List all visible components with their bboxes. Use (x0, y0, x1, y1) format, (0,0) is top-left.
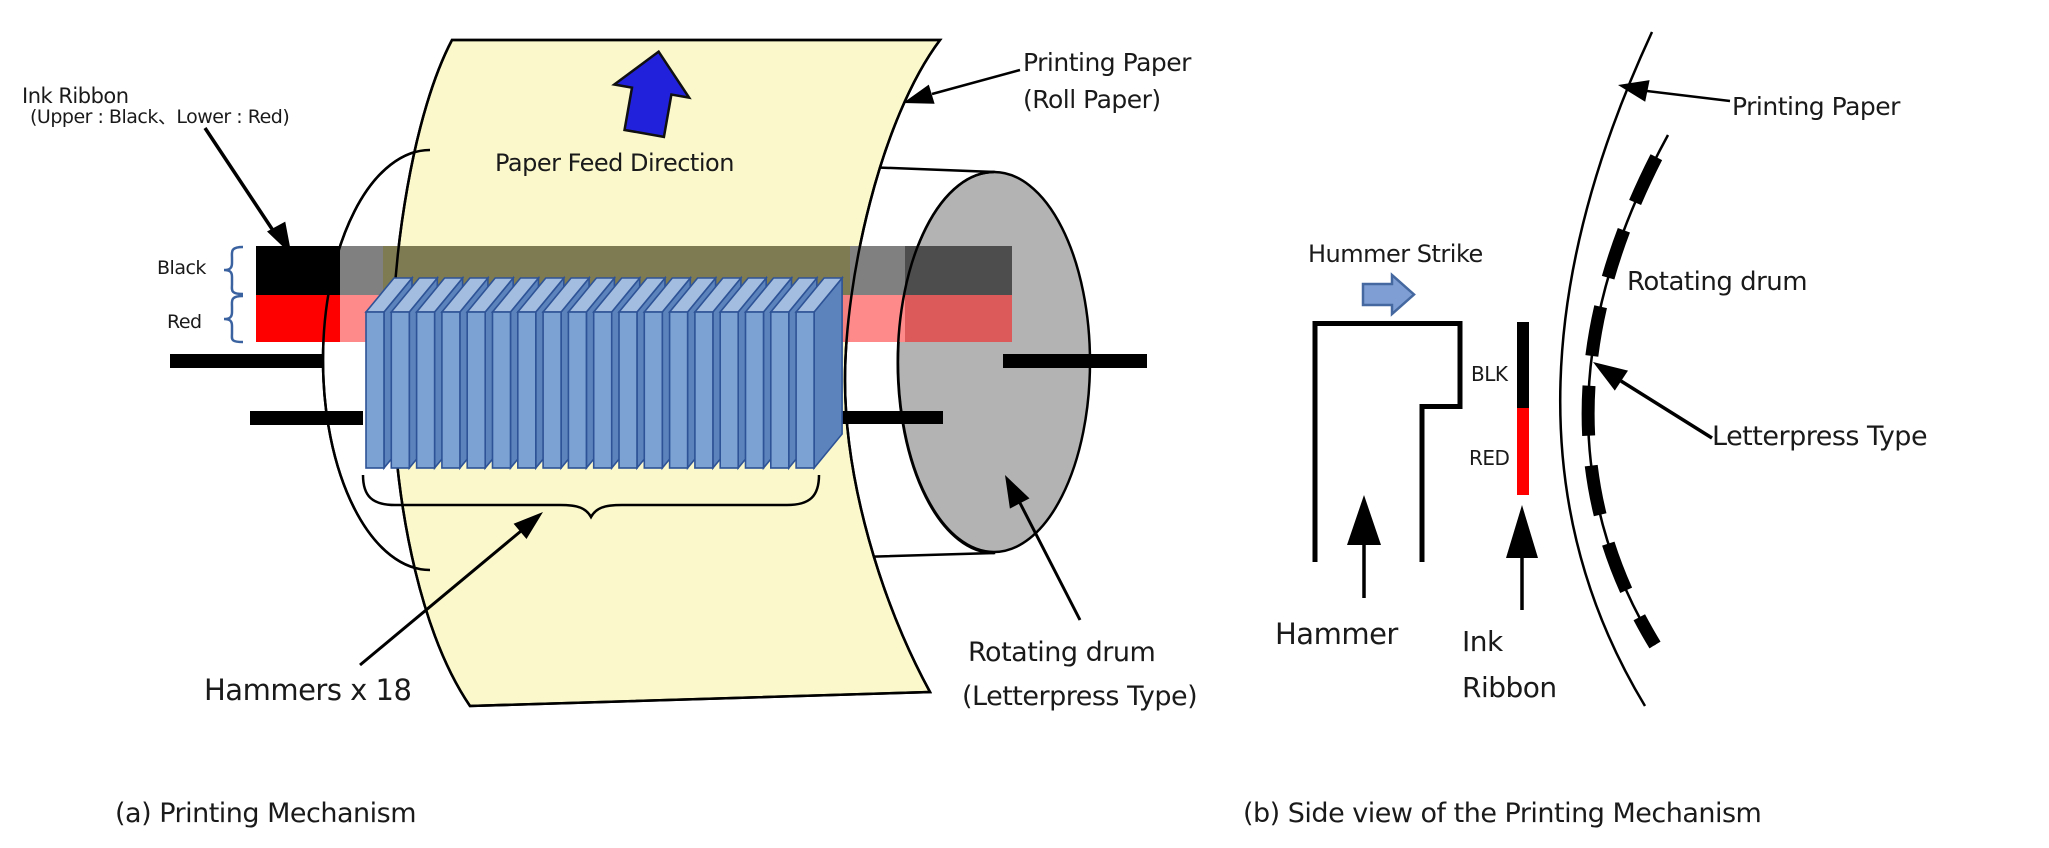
side-drum-arc (1586, 134, 1670, 646)
letterpress-label: (Letterpress Type) (962, 681, 1197, 712)
diagram-a-printing-mechanism: Ink Ribbon (Upper : Black、Lower : Red) B… (22, 38, 1198, 829)
shaft-right-lower (820, 411, 943, 424)
ribbon-black-dim (340, 246, 383, 295)
red-brace (223, 294, 244, 344)
hammer-fin (668, 311, 689, 469)
red-label: Red (167, 311, 202, 333)
black-brace (223, 245, 244, 296)
hammer-fin (491, 311, 512, 469)
hammers-pointer-head (513, 512, 543, 539)
hammers-brace (361, 474, 821, 520)
letterpress-type-label: Letterpress Type (1712, 421, 1927, 452)
ribbon-black-on-drum (905, 246, 1012, 295)
hammers-label: Hammers x 18 (204, 673, 411, 707)
ink-ribbon-label: Ink Ribbon (22, 84, 129, 108)
side-ink-label: Ink (1462, 625, 1504, 658)
caption-a: (a) Printing Mechanism (115, 798, 416, 829)
hammer-fin (466, 311, 487, 469)
shaft-left-lower (250, 411, 363, 425)
rotating-drum-label: Rotating drum (968, 637, 1155, 668)
hammer-fin (744, 311, 765, 469)
side-printing-paper-arc (1559, 31, 1654, 707)
hammer-fin (769, 311, 790, 469)
hammer-fin (618, 311, 638, 469)
hummer-strike-label: Hummer Strike (1308, 240, 1483, 268)
paper-feed-arrow (611, 49, 692, 139)
letterpress-pointer-line (1620, 379, 1713, 440)
hammer-fin (390, 311, 411, 469)
ink-ribbon-pointer-head (267, 221, 292, 255)
hammer-fin (365, 311, 385, 469)
red-bar-label: RED (1469, 446, 1510, 470)
hammer-fin (719, 311, 740, 469)
hammer-fin (441, 311, 461, 469)
hammer-fins (364, 275, 844, 471)
drum-pointer-line (1018, 502, 1082, 621)
side-ribbon-label: Ribbon (1462, 671, 1557, 704)
ribbon-red-dim-2 (850, 295, 905, 342)
cylinder-left-edge-overlay (321, 148, 431, 572)
diagram-b-side-view: Hummer Strike Printing Paper Rotating dr… (1243, 31, 1928, 829)
ribbon-red-on-drum (905, 295, 1012, 342)
ink-arrow-head (1506, 505, 1538, 558)
hammer-fin (516, 311, 537, 469)
side-printing-paper-label: Printing Paper (1732, 92, 1901, 121)
side-paper-pointer-head (1618, 80, 1650, 102)
drum-left-edge-overlay (896, 170, 995, 555)
hammer-fin (592, 311, 613, 469)
printing-paper-pointer-line (931, 68, 1021, 96)
blk-label: BLK (1471, 362, 1509, 386)
drum-pointer-head (1005, 475, 1030, 509)
hammer-fin (643, 311, 664, 469)
hammer-fin (542, 311, 562, 469)
printing-paper-pointer-head (903, 84, 935, 104)
ink-ribbon-sublabel: (Upper : Black、Lower : Red) (30, 106, 289, 128)
black-label: Black (157, 257, 206, 279)
side-hammer-label: Hammer (1275, 617, 1398, 651)
printing-paper-label: Printing Paper (1023, 48, 1192, 77)
roll-paper-label: (Roll Paper) (1023, 85, 1161, 114)
shaft-left-upper (170, 354, 323, 368)
hammer-fin (415, 311, 436, 469)
hammer-arrow-head (1347, 495, 1381, 545)
hammers-pointer-line (359, 529, 522, 667)
side-ribbon-red (1517, 408, 1529, 495)
hammer-fin (694, 311, 714, 469)
letterpress-type-dashes (1581, 131, 1674, 649)
side-ribbon-black (1517, 322, 1529, 408)
caption-b: (b) Side view of the Printing Mechanism (1243, 798, 1761, 829)
roll-paper-edge-overlay (390, 38, 943, 708)
side-hammer-outline (1312, 321, 1463, 562)
hammer-fin (567, 311, 588, 469)
letterpress-pointer-head (1593, 362, 1628, 391)
ink-ribbon-pointer-line (203, 127, 280, 239)
side-rotating-drum-label: Rotating drum (1627, 267, 1807, 297)
paper-feed-label: Paper Feed Direction (495, 149, 734, 177)
side-paper-pointer-line (1646, 89, 1731, 103)
hummer-strike-arrow (1361, 272, 1416, 317)
shaft-right-upper (1003, 354, 1147, 368)
ribbon-black-solid (256, 246, 340, 295)
hammer-fin (795, 311, 815, 469)
